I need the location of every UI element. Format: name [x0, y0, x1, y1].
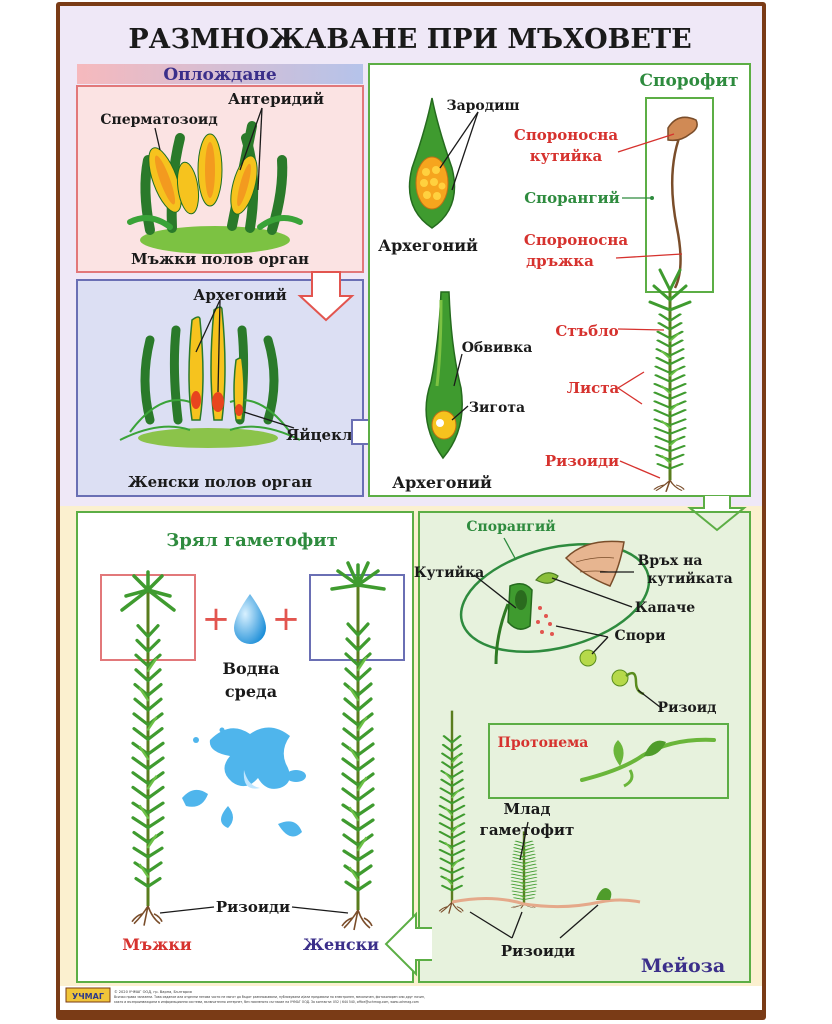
antheridium-illustration: [127, 121, 303, 254]
label-capsule: Кутийка: [414, 564, 484, 581]
label-leaves: Листа: [567, 379, 620, 397]
label-zygote: Зигота: [469, 400, 525, 416]
label-stem: Стъбло: [555, 322, 618, 340]
label-protonema: Протонема: [498, 735, 589, 751]
footer-line-3: както и възпроизвеждани в информационни …: [114, 1000, 419, 1004]
archegonium-female-illustration: [119, 306, 301, 448]
footer-line-2: Всички права запазени. Това издание или …: [114, 995, 425, 999]
label-spore-capsule-2: кутийка: [530, 147, 603, 165]
young-gametophyte-moss: [437, 709, 641, 915]
label-young-gametophyte-1: Млад: [504, 800, 551, 818]
label-capsule-tip-1: Връх на: [638, 553, 703, 569]
publisher-logo-text: УЧМАГ: [72, 992, 104, 1001]
male-gametophyte-moss: [120, 570, 176, 928]
plus-sign-left: +: [202, 599, 231, 639]
sporophyte-header: Спорофит: [639, 71, 738, 91]
label-sporangium-top: Спорангий: [524, 189, 620, 207]
label-spore-capsule-1: Спороносна: [514, 126, 619, 144]
label-spore-stalk-2: дръжка: [526, 252, 594, 270]
label-envelope: Обвивка: [462, 340, 533, 356]
poster-title: РАЗМНОЖАВАНЕ ПРИ МЪХОВЕТЕ: [128, 24, 691, 55]
label-young-gametophyte-2: гаметофит: [480, 821, 575, 839]
label-rhizoids-meiosis: Ризоиди: [501, 942, 575, 960]
label-antheridium: Антеридий: [228, 90, 324, 108]
label-archegonium-bottom: Архегоний: [392, 473, 492, 492]
meiosis-caption: Мейоза: [641, 955, 725, 977]
water-drop-icon: [234, 594, 266, 644]
label-female: Женски: [303, 935, 379, 954]
label-spore-stalk-1: Спороносна: [524, 231, 629, 249]
water-splash-icon: [182, 727, 306, 837]
water-medium-line1: Водна: [223, 659, 280, 678]
label-rhizoids-gametophyte: Ризоиди: [216, 898, 290, 916]
label-spores: Спори: [615, 628, 666, 644]
fertilization-header: Оплождане: [163, 65, 277, 85]
protonema-box: [488, 723, 729, 799]
label-embryo: Зародиш: [446, 98, 519, 114]
gametophyte-header: Зрял гаметофит: [166, 530, 338, 551]
archegonium-zygote-illustration: [425, 291, 463, 460]
label-lid: Капаче: [635, 600, 695, 616]
archegonium-embryo-illustration: [408, 97, 456, 229]
label-rhizoid: Ризоид: [658, 700, 717, 716]
label-rhizoids-sporophyte: Ризоиди: [545, 452, 619, 470]
label-sporangium-meiosis: Спорангий: [466, 518, 555, 535]
footer-line-1: © 2020 УЧМАГ ООД, гр. Варна, България: [114, 990, 192, 994]
label-archegonium-top: Архегоний: [378, 236, 478, 255]
label-male: Мъжки: [122, 935, 192, 954]
publisher-logo: [65, 987, 111, 1003]
female-organ-caption: Женски полов орган: [128, 473, 312, 491]
female-gametophyte-moss: [330, 561, 386, 932]
sporophyte-moss-illustration: [648, 116, 698, 494]
arrow-meiosis-to-gametophyte: [384, 911, 432, 977]
plus-sign-right: +: [272, 599, 301, 639]
male-organ-caption: Мъжки полов орган: [131, 250, 309, 268]
protonema-illustration: [580, 737, 716, 788]
water-medium-line2: среда: [225, 682, 277, 701]
label-archegonium-female: Архегоний: [193, 286, 287, 304]
label-spermatozoid: Сперматозоид: [100, 112, 217, 128]
capsule-illustration: [494, 540, 625, 665]
label-capsule-tip-2: кутийката: [647, 570, 732, 587]
sporangium-ellipse: [459, 542, 651, 654]
